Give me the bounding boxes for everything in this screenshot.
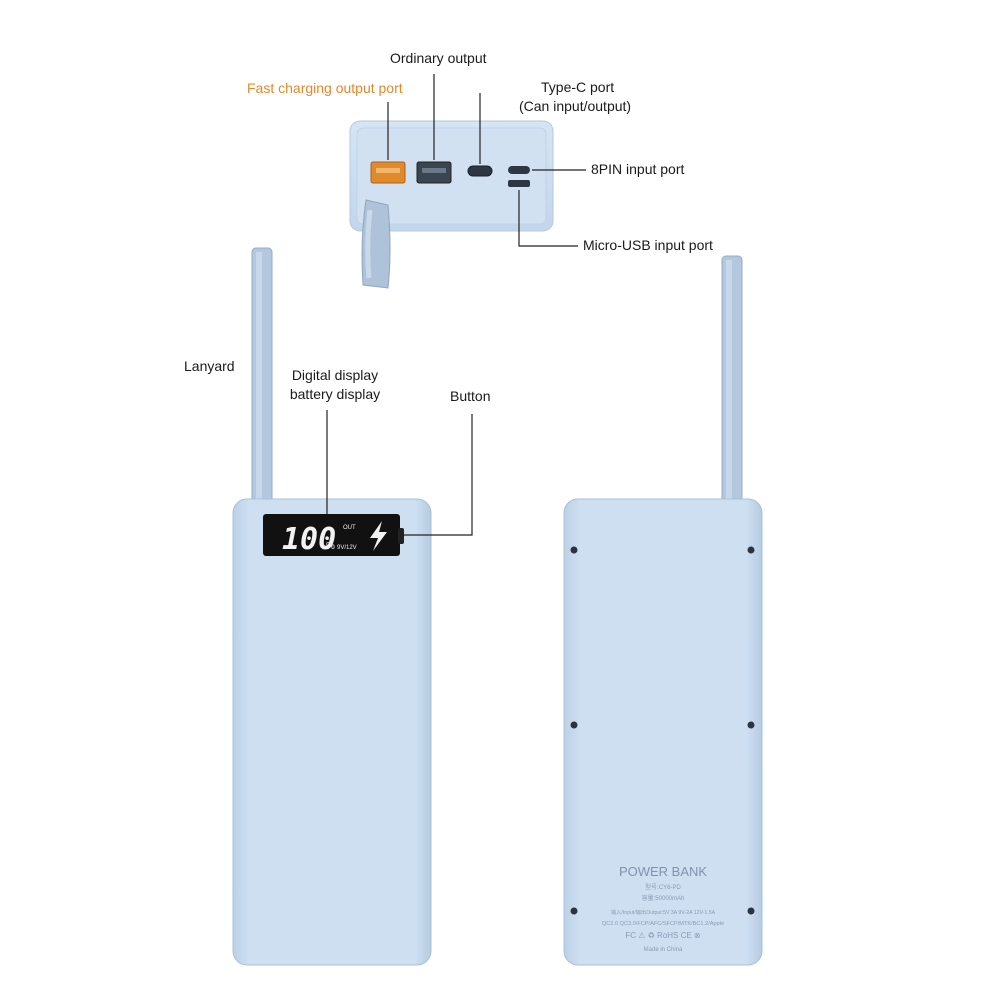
label-type-c-line2: (Can input/output) bbox=[519, 98, 632, 114]
power-button bbox=[398, 528, 404, 544]
micro-usb-port bbox=[508, 180, 530, 187]
label-button: Button bbox=[450, 388, 491, 404]
eight-pin-port bbox=[508, 166, 530, 174]
bolt-icon bbox=[370, 521, 387, 551]
digital-display bbox=[263, 514, 400, 556]
label-ordinary-output: Ordinary output bbox=[390, 50, 487, 66]
label-micro-usb: Micro-USB input port bbox=[583, 237, 713, 253]
label-fast-output: Fast charging output port bbox=[247, 80, 403, 96]
top-callout-lines bbox=[387, 74, 586, 247]
top-view bbox=[349, 120, 554, 289]
label-display-line2: battery display bbox=[289, 386, 381, 402]
label-type-c-line1: Type-C port bbox=[541, 79, 615, 95]
type-c-port bbox=[467, 165, 493, 177]
front-body bbox=[232, 498, 432, 966]
label-eight-pin: 8PIN input port bbox=[591, 161, 685, 177]
back-unit: POWER BANK 型号:CY6-PD 容量:50000mAh 输入/Inpu… bbox=[563, 255, 763, 966]
back-spec-io: 输入/Input/输出Output:5V 3A 9V-2A 12V-1.5A bbox=[611, 908, 716, 916]
back-body bbox=[563, 498, 763, 966]
display-percent-sign: % bbox=[326, 541, 335, 552]
label-display-line1: Digital display bbox=[291, 367, 379, 383]
front-callout-lines bbox=[326, 410, 473, 536]
back-screws bbox=[570, 546, 755, 915]
back-brand: POWER BANK bbox=[619, 864, 707, 879]
front-unit: 100 % OUT 9V/12V bbox=[232, 247, 432, 966]
display-out: OUT bbox=[343, 525, 356, 531]
label-lanyard: Lanyard bbox=[184, 358, 235, 374]
back-made-in: Made in China bbox=[644, 947, 683, 953]
display-voltage: 9V/12V bbox=[337, 545, 357, 551]
display-percent: 100 bbox=[282, 522, 336, 557]
back-capacity: 容量:50000mAh bbox=[642, 894, 685, 902]
back-model: 型号:CY6-PD bbox=[645, 883, 681, 891]
back-spec-protocols: QC2.0 QC3.0/FCP/AFC/SFCP/MTK/BC1.2/Apple bbox=[602, 921, 724, 927]
back-certs: FC ⚠ ♻ RoHS CE ⊗ bbox=[625, 931, 700, 940]
